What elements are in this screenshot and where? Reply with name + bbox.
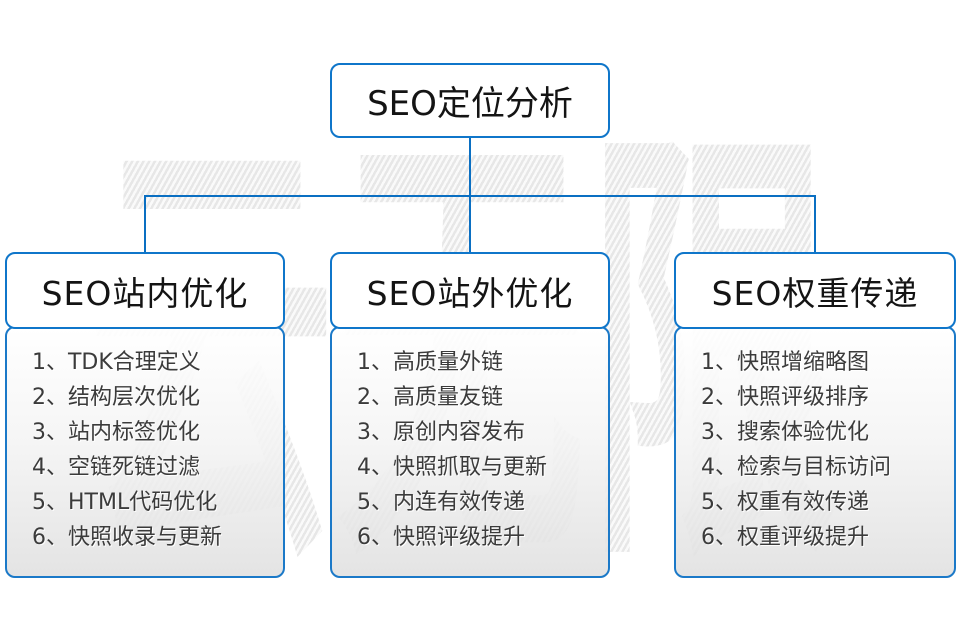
list-item: 2、高质量友链 [357,385,503,410]
list-item: 3、搜索体验优化 [701,420,869,445]
connector-drop-right [814,196,816,253]
connector-horizontal [144,195,816,197]
root-node: SEO定位分析 [330,63,610,138]
list-item: 6、快照评级提升 [357,525,525,550]
connector-root-stem [469,138,471,196]
list-item: 4、检索与目标访问 [701,455,891,480]
list-item: 6、快照收录与更新 [32,525,222,550]
column-header-label: SEO权重传递 [711,273,919,313]
column-panel-onsite: 1、TDK合理定义 2、结构层次优化 3、站内标签优化 4、空链死链过滤 5、H… [5,326,285,578]
column-header-label: SEO站内优化 [41,273,249,313]
list-item: 2、快照评级排序 [701,385,869,410]
list-item: 1、TDK合理定义 [32,350,201,375]
connector-drop-left [144,196,146,253]
list-item: 4、快照抓取与更新 [357,455,547,480]
list-item: 5、HTML代码优化 [32,490,218,515]
list-item: 1、高质量外链 [357,350,503,375]
column-panel-offsite: 1、高质量外链 2、高质量友链 3、原创内容发布 4、快照抓取与更新 5、内连有… [330,326,610,578]
list-item: 4、空链死链过滤 [32,455,200,480]
list-item: 3、原创内容发布 [357,420,525,445]
column-header-weight: SEO权重传递 [674,252,956,329]
list-item: 3、站内标签优化 [32,420,200,445]
list-item: 5、权重有效传递 [701,490,869,515]
list-item: 6、权重评级提升 [701,525,869,550]
column-header-offsite: SEO站外优化 [330,252,610,329]
column-header-label: SEO站外优化 [366,273,574,313]
list-item: 1、快照增缩略图 [701,350,869,375]
list-item: 2、结构层次优化 [32,385,200,410]
list-item: 5、内连有效传递 [357,490,525,515]
column-panel-weight: 1、快照增缩略图 2、快照评级排序 3、搜索体验优化 4、检索与目标访问 5、权… [674,326,956,578]
root-node-label: SEO定位分析 [367,84,573,124]
connector-drop-middle [469,196,471,253]
column-header-onsite: SEO站内优化 [5,252,285,329]
